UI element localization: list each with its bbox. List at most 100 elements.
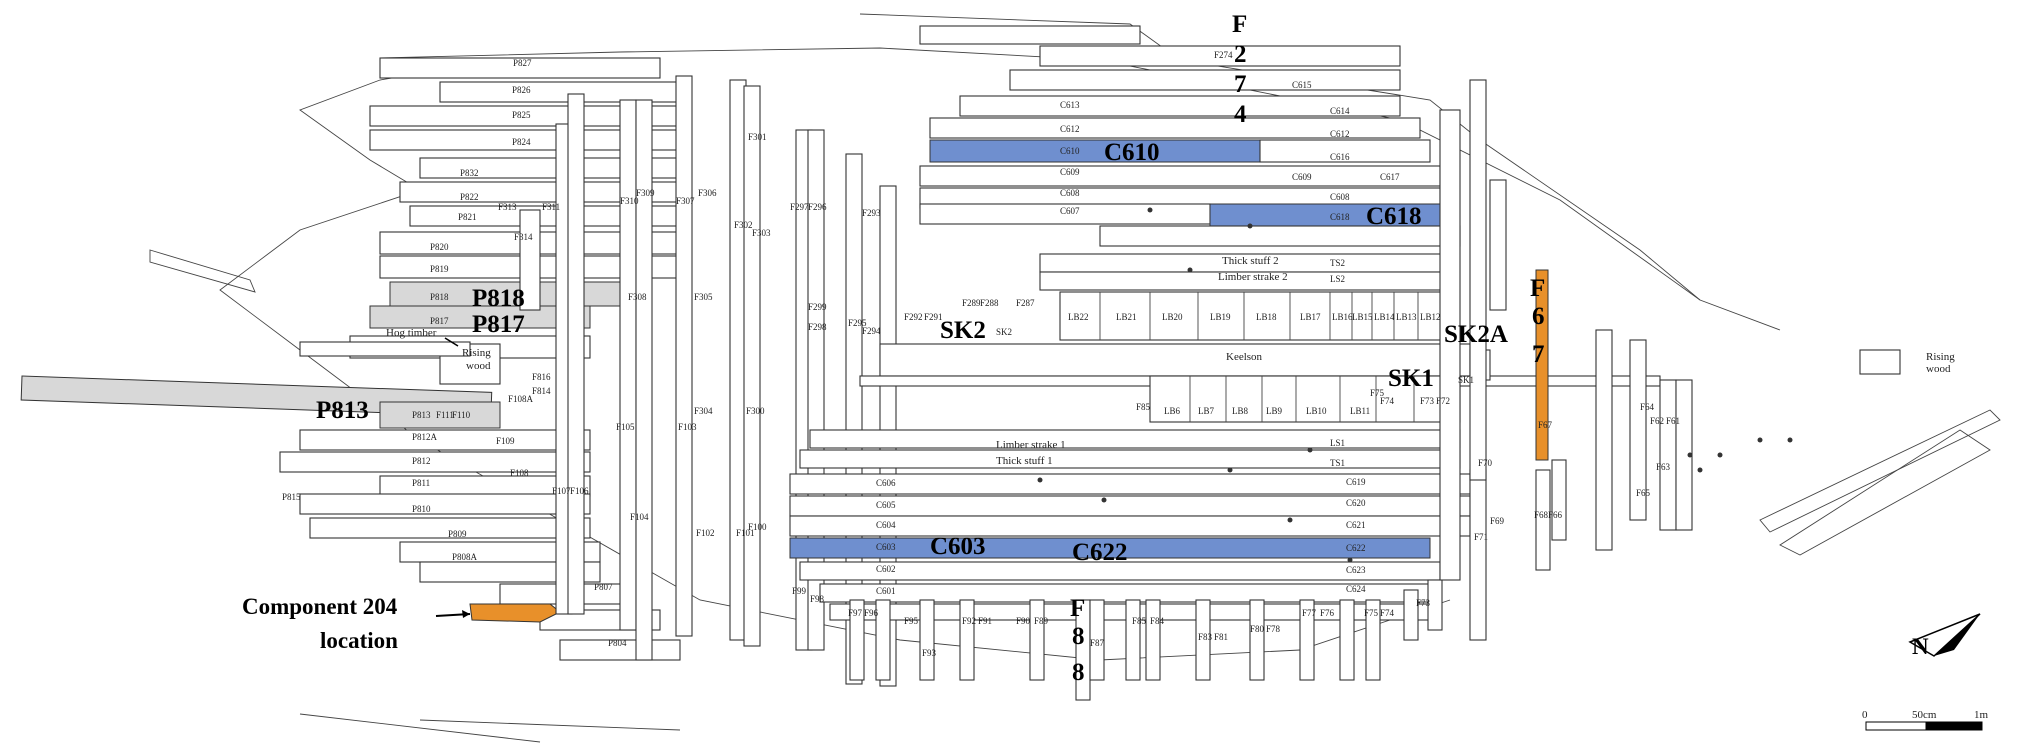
svg-text:C603: C603 [876, 542, 896, 552]
svg-text:C608: C608 [1330, 192, 1350, 202]
svg-text:F296: F296 [808, 202, 827, 212]
svg-text:F109: F109 [496, 436, 515, 446]
f274-label-4: 4 [1234, 101, 1247, 128]
limber-strake-2-label: Limber strake 2 [1218, 271, 1288, 283]
svg-text:F81: F81 [1214, 632, 1228, 642]
svg-text:F309: F309 [636, 188, 655, 198]
svg-text:F295: F295 [848, 318, 867, 328]
svg-text:F99: F99 [792, 586, 807, 596]
svg-text:LB18: LB18 [1256, 312, 1277, 322]
svg-text:F108: F108 [510, 468, 529, 478]
svg-text:P817: P817 [430, 316, 449, 326]
svg-text:F291: F291 [924, 312, 943, 322]
svg-text:LB9: LB9 [1266, 406, 1283, 416]
svg-text:C608: C608 [1060, 188, 1080, 198]
treenails [1037, 207, 1793, 563]
f274-label-1: F [1232, 11, 1247, 38]
svg-text:P804: P804 [608, 638, 627, 648]
small-labels: P827 P826 P825 P824 P832 P822 P821 P820 … [282, 50, 1680, 658]
c618-label: C618 [1366, 203, 1422, 230]
p818-label: P818 [472, 285, 525, 312]
svg-text:F87: F87 [1090, 638, 1105, 648]
svg-text:P819: P819 [430, 264, 449, 274]
f88-label-3: 8 [1072, 659, 1085, 686]
hog-timber-label: Hog timber [386, 327, 437, 339]
svg-text:C606: C606 [876, 478, 896, 488]
svg-text:F307: F307 [676, 196, 695, 206]
svg-text:F111: F111 [436, 410, 454, 420]
svg-text:C624: C624 [1346, 584, 1366, 594]
svg-text:C618: C618 [1330, 212, 1350, 222]
svg-text:F289: F289 [962, 298, 981, 308]
svg-text:P812A: P812A [412, 432, 438, 442]
svg-text:F288: F288 [980, 298, 999, 308]
svg-text:F72: F72 [1436, 396, 1450, 406]
scale-one-label: 1m [1974, 709, 1989, 721]
svg-text:LB11: LB11 [1350, 406, 1370, 416]
svg-text:F74: F74 [1380, 396, 1395, 406]
svg-text:F292: F292 [904, 312, 923, 322]
svg-text:F311: F311 [542, 202, 560, 212]
svg-text:LB14: LB14 [1374, 312, 1395, 322]
svg-text:LS1: LS1 [1330, 438, 1345, 448]
svg-text:F83: F83 [1198, 632, 1213, 642]
svg-text:C621: C621 [1346, 520, 1366, 530]
svg-text:LB17: LB17 [1300, 312, 1321, 322]
svg-text:F302: F302 [734, 220, 753, 230]
component-204-line1: Component 204 [242, 594, 398, 619]
svg-text:C616: C616 [1330, 152, 1350, 162]
svg-text:LB15: LB15 [1352, 312, 1373, 322]
svg-text:F85: F85 [1136, 402, 1151, 412]
svg-text:F814: F814 [532, 386, 551, 396]
svg-text:F61: F61 [1666, 416, 1680, 426]
svg-text:C619: C619 [1346, 477, 1366, 487]
svg-text:F62: F62 [1650, 416, 1664, 426]
svg-text:F105: F105 [616, 422, 635, 432]
thick-stuff-1-label: Thick stuff 1 [996, 455, 1053, 467]
svg-text:F91: F91 [978, 616, 992, 626]
scale-half-label: 50cm [1912, 709, 1937, 721]
svg-text:F301: F301 [748, 132, 767, 142]
svg-text:P811: P811 [412, 478, 430, 488]
svg-text:F97: F97 [848, 608, 863, 618]
sk1-label: SK1 [1388, 365, 1434, 392]
f274-label-3: 7 [1234, 71, 1247, 98]
svg-text:P815: P815 [282, 492, 301, 502]
keelson-label: Keelson [1226, 351, 1263, 363]
svg-text:C610: C610 [1060, 146, 1080, 156]
svg-text:C612: C612 [1060, 124, 1080, 134]
sk2-label: SK2 [940, 317, 986, 344]
svg-text:P822: P822 [460, 192, 479, 202]
svg-text:C622: C622 [1346, 543, 1366, 553]
svg-text:F299: F299 [808, 302, 827, 312]
svg-text:C601: C601 [876, 586, 896, 596]
svg-text:F65: F65 [1636, 488, 1651, 498]
svg-text:F303: F303 [752, 228, 771, 238]
svg-text:F95: F95 [904, 616, 919, 626]
port-planking [20, 57, 691, 661]
svg-text:F816: F816 [532, 372, 551, 382]
svg-text:F70: F70 [1478, 458, 1493, 468]
svg-text:F297: F297 [790, 202, 809, 212]
svg-text:F78: F78 [1266, 624, 1281, 634]
svg-text:TS1: TS1 [1330, 458, 1345, 468]
svg-text:LS2: LS2 [1330, 274, 1345, 284]
svg-text:F294: F294 [862, 326, 881, 336]
scale-bar: 0 50cm 1m [1862, 709, 1989, 731]
f67-label-3: 7 [1532, 341, 1545, 368]
svg-text:F96: F96 [864, 608, 879, 618]
svg-text:P827: P827 [513, 58, 532, 68]
c603-label: C603 [930, 533, 986, 560]
svg-text:F293: F293 [862, 208, 881, 218]
f88-label-1: F [1070, 595, 1085, 622]
svg-text:F64: F64 [1640, 402, 1655, 412]
svg-text:F71: F71 [1474, 532, 1488, 542]
svg-text:LB6: LB6 [1164, 406, 1181, 416]
svg-text:F93: F93 [922, 648, 937, 658]
svg-text:F310: F310 [620, 196, 639, 206]
svg-text:F304: F304 [694, 406, 713, 416]
keelson-assembly [859, 269, 1901, 461]
svg-text:F314: F314 [514, 232, 533, 242]
svg-text:SK2: SK2 [996, 327, 1012, 337]
